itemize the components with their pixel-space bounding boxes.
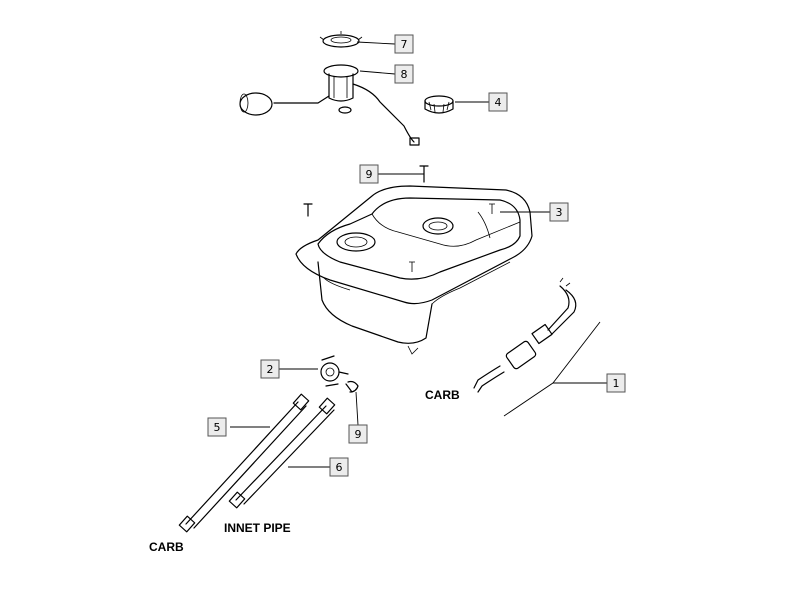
callout-8: 8	[394, 64, 414, 84]
lock-ring-part	[319, 31, 363, 48]
fitting-part	[345, 380, 359, 393]
callout-2: 2	[260, 359, 280, 379]
carb-label-bottom: CARB	[149, 540, 184, 554]
callout-1: 1	[606, 373, 626, 393]
fuel-pump-float-part	[239, 64, 420, 146]
callout-5-text: 5	[214, 421, 221, 434]
fuel-filter-hose-part	[473, 277, 577, 393]
callout-1-text: 1	[613, 377, 620, 390]
callout-9-bottom: 9	[348, 424, 368, 444]
carb-label-right: CARB	[425, 388, 460, 402]
fuel-tank-part	[295, 165, 533, 355]
callout-4-text: 4	[495, 96, 502, 109]
callout-3: 3	[549, 202, 569, 222]
callout-3-text: 3	[556, 206, 563, 219]
callout-9-top-text: 9	[366, 168, 373, 181]
leader-lines	[230, 41, 607, 468]
callout-6-text: 6	[336, 461, 343, 474]
callout-7: 7	[394, 34, 414, 54]
callout-5: 5	[207, 417, 227, 437]
callout-2-text: 2	[267, 363, 274, 376]
fuel-cap-part	[424, 95, 454, 114]
callout-4: 4	[488, 92, 508, 112]
innet-pipe-label: INNET PIPE	[224, 521, 291, 535]
callout-8-text: 8	[401, 68, 408, 81]
callout-6: 6	[329, 457, 349, 477]
fuel-hoses-part	[178, 393, 336, 533]
callout-7-text: 7	[401, 38, 408, 51]
callout-9-bottom-text: 9	[355, 428, 362, 441]
fuel-cock-part	[320, 355, 349, 387]
callout-9-top: 9	[359, 164, 379, 184]
